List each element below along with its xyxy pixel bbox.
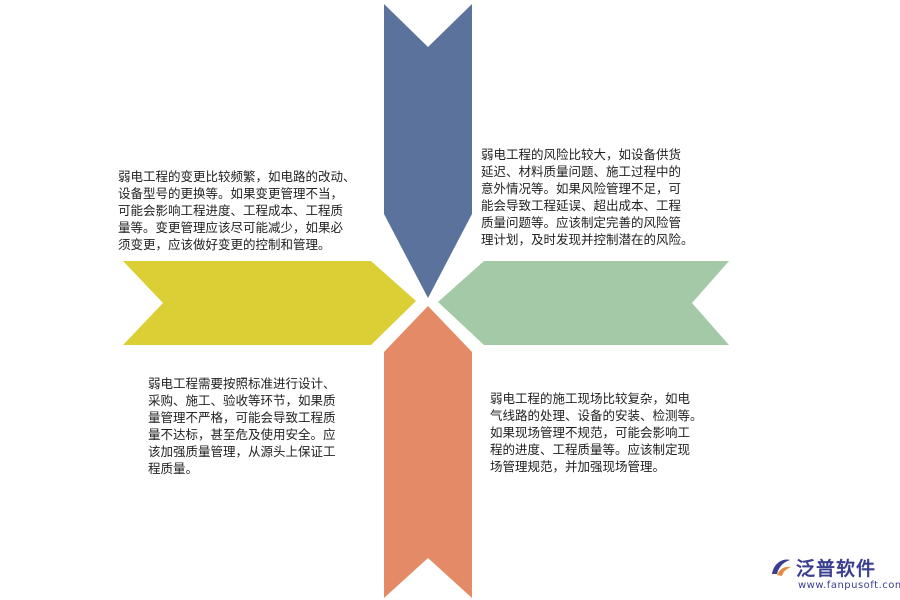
text-line: 量不达标，甚至危及使用安全。应 — [148, 427, 336, 442]
text-block-bottom-right: 弱电工程的施工现场比较复杂，如电 气线路的处理、设备的安装、检测等。 如果现场管… — [490, 390, 703, 475]
text-line: 弱电工程的风险比较大，如设备供货 — [481, 147, 682, 162]
fanpu-logo-icon — [772, 559, 791, 576]
text-line: 气线路的处理、设备的安装、检测等。 — [490, 408, 703, 423]
text-block-top-right: 弱电工程的风险比较大，如设备供货 延迟、材料质量问题、施工过程中的 意外情况等。… — [481, 146, 694, 248]
logo-url: www.fanpusoft.com — [798, 580, 900, 591]
text-line: 量等。变更管理应该尽可能减少，如果必 — [118, 220, 344, 235]
text-line: 程的进度、工程质量等。应该制定现 — [490, 442, 691, 457]
text-line: 质量问题等。应该制定完善的风险管 — [481, 215, 682, 230]
arrow-left-yellow — [123, 261, 416, 345]
text-line: 延迟、材料质量问题、施工过程中的 — [481, 164, 682, 179]
text-line: 弱电工程需要按照标准进行设计、 — [148, 376, 336, 391]
text-line: 设备型号的更换等。如果变更管理不当， — [118, 186, 344, 201]
text-line: 弱电工程的施工现场比较复杂，如电 — [490, 391, 691, 406]
text-line: 程质量。 — [148, 461, 199, 476]
arrow-right-green — [438, 261, 729, 345]
arrow-bottom-orange — [384, 306, 472, 598]
text-line: 采购、施工、验收等环节，如果质 — [148, 393, 336, 408]
text-line: 意外情况等。如果风险管理不足，可 — [481, 181, 682, 196]
text-block-top-left: 弱电工程的变更比较频繁，如电路的改动、 设备型号的更换等。如果变更管理不当， 可… — [118, 168, 356, 253]
text-line: 理计划，及时发现并控制潜在的风险。 — [481, 232, 694, 247]
arrow-top-notch — [384, 4, 472, 47]
text-line: 能会导致工程延误、超出成本、工程 — [481, 198, 682, 213]
logo-name: 泛普软件 — [796, 558, 877, 580]
text-line: 如果现场管理不规范，可能会影响工 — [490, 425, 691, 440]
text-line: 可能会影响工程进度、工程成本、工程质 — [118, 203, 344, 218]
text-line: 须变更，应该做好变更的控制和管理。 — [118, 237, 331, 252]
text-block-bottom-left: 弱电工程需要按照标准进行设计、 采购、施工、验收等环节，如果质 量管理不严格，可… — [148, 375, 336, 477]
fanpu-logo: 泛普软件 www.fanpusoft.com — [768, 552, 900, 596]
text-line: 该加强质量管理，从源头上保证工 — [148, 444, 336, 459]
text-line: 场管理规范，并加强现场管理。 — [490, 459, 666, 474]
text-line: 弱电工程的变更比较频繁，如电路的改动、 — [118, 169, 356, 184]
text-line: 量管理不严格，可能会导致工程质 — [148, 410, 336, 425]
arrow-top-blue — [384, 4, 472, 298]
